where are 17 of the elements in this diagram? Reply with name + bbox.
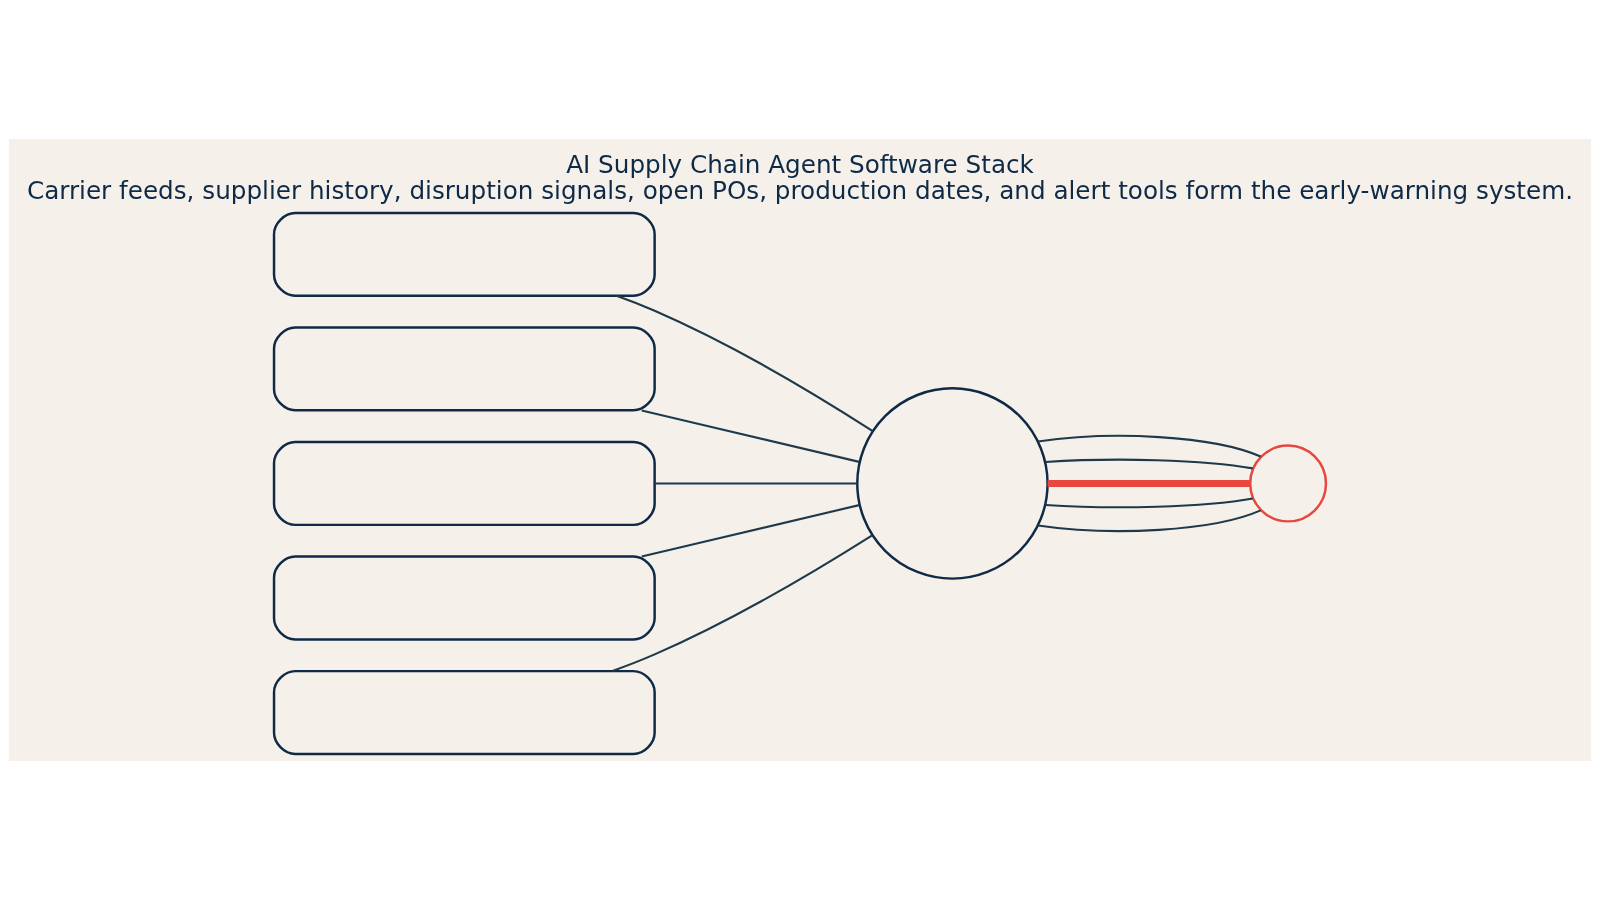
node-box (272, 440, 656, 527)
node-circle (856, 387, 1049, 580)
connector (1037, 434, 1261, 458)
connector (616, 294, 873, 432)
node-box (272, 555, 656, 641)
connector (1037, 509, 1261, 533)
node-box (272, 669, 656, 756)
connector (641, 409, 860, 463)
connector (1045, 458, 1253, 470)
node-circle (1248, 444, 1328, 523)
connector (641, 504, 860, 558)
connector (612, 534, 873, 672)
connector (1045, 497, 1253, 509)
node-box (272, 326, 656, 412)
diagram-title: AI Supply Chain Agent Software Stack (566, 149, 1034, 179)
node-box (272, 211, 656, 298)
connector (654, 482, 858, 485)
